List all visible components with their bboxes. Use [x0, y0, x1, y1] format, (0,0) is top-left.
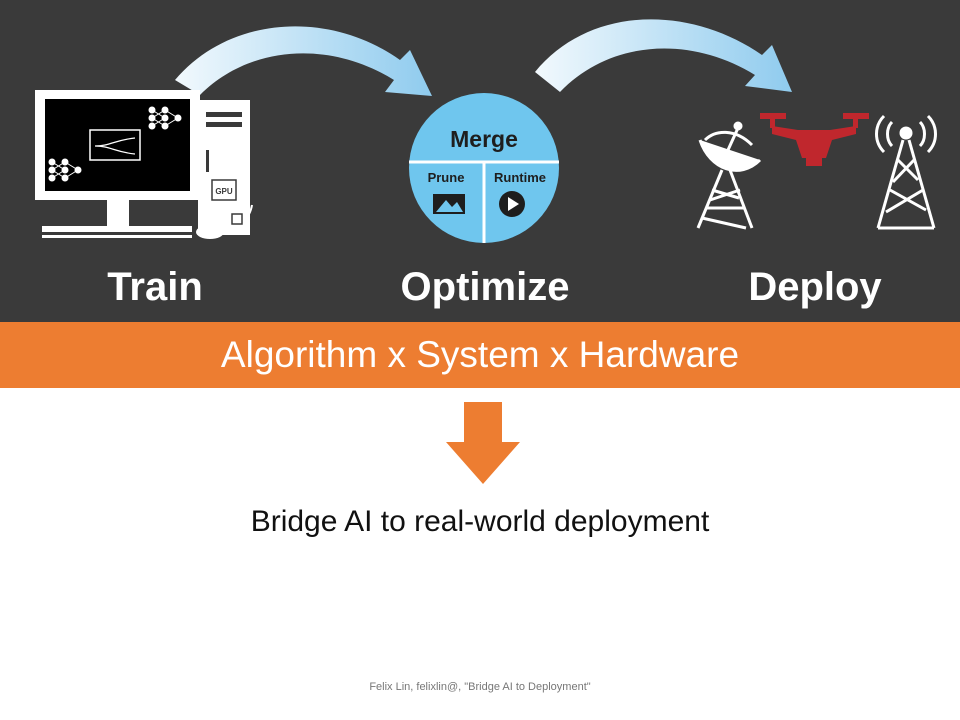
top-panel: GPU Merge Prune Runtime: [0, 0, 960, 322]
play-icon: [499, 191, 525, 217]
merge-label: Merge: [450, 126, 518, 152]
neural-network-icon: [48, 158, 82, 182]
gpu-tower-icon: GPU: [198, 100, 250, 235]
radio-tower-icon: [875, 114, 937, 230]
tagline: Bridge AI to real-world deployment: [250, 505, 710, 538]
gpu-label: GPU: [215, 187, 233, 196]
runtime-label: Runtime: [494, 170, 546, 185]
satellite-dish-icon: [696, 121, 762, 230]
curved-arrow-icon: [535, 19, 792, 92]
banner: Algorithm x System x Hardware: [0, 322, 960, 388]
optimize-circle: Merge Prune Runtime: [409, 93, 559, 243]
image-icon: [433, 194, 465, 214]
drone-icon: [760, 113, 869, 166]
footer: Felix Lin, felixlin@, "Bridge AI to Depl…: [369, 681, 591, 693]
prune-label: Prune: [428, 170, 465, 185]
neural-network-icon: [148, 106, 182, 130]
down-arrow-icon: [446, 402, 520, 484]
pipeline-graphic: GPU Merge Prune Runtime: [35, 19, 937, 243]
curved-arrow-icon: [175, 26, 432, 96]
stage-deploy-label: Deploy: [748, 265, 882, 309]
stage-optimize-label: Optimize: [400, 265, 570, 309]
stage-train-label: Train: [107, 265, 203, 309]
